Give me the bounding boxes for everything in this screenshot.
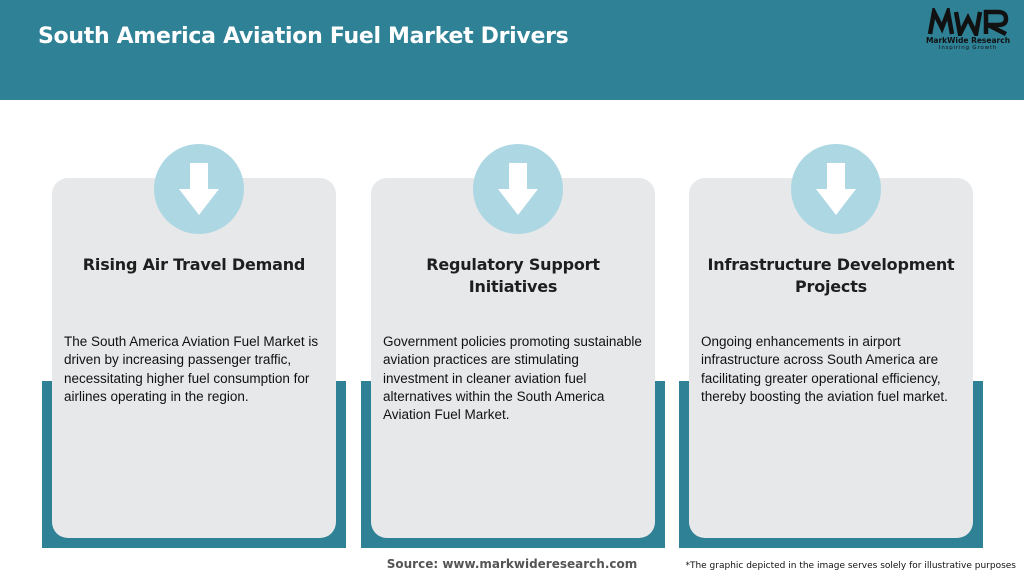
driver-card-3: Infrastructure Development Projects Ongo… xyxy=(679,144,983,548)
source-credit: Source: www.markwideresearch.com xyxy=(386,557,638,571)
driver-card-1: Rising Air Travel Demand The South Ameri… xyxy=(42,144,346,548)
card-title: Infrastructure Development Projects xyxy=(707,255,955,296)
arrow-down-icon xyxy=(154,144,244,234)
card-body: Rising Air Travel Demand The South Ameri… xyxy=(52,144,336,538)
arrow-down-icon xyxy=(791,144,881,234)
header-banner: South America Aviation Fuel Market Drive… xyxy=(0,0,1024,100)
card-title: Rising Air Travel Demand xyxy=(82,255,306,274)
logo: MarkWide Research Inspiring Growth xyxy=(920,8,1016,58)
card-body: Regulatory Support Initiatives Governmen… xyxy=(371,144,655,538)
driver-card-2: Regulatory Support Initiatives Governmen… xyxy=(361,144,665,548)
card-description: Government policies promoting sustainabl… xyxy=(383,334,642,423)
arrow-down-icon xyxy=(473,144,563,234)
page-title: South America Aviation Fuel Market Drive… xyxy=(38,24,569,49)
logo-tagline: Inspiring Growth xyxy=(938,45,998,51)
logo-mark-icon xyxy=(927,8,1009,36)
logo-name: MarkWide Research xyxy=(925,36,1011,45)
card-title: Regulatory Support Initiatives xyxy=(426,255,600,296)
card-body: Infrastructure Development Projects Ongo… xyxy=(689,144,973,538)
card-description: Ongoing enhancements in airport infrastr… xyxy=(701,334,948,404)
disclaimer-note: *The graphic depicted in the image serve… xyxy=(685,561,1016,571)
card-description: The South America Aviation Fuel Market i… xyxy=(64,334,319,404)
